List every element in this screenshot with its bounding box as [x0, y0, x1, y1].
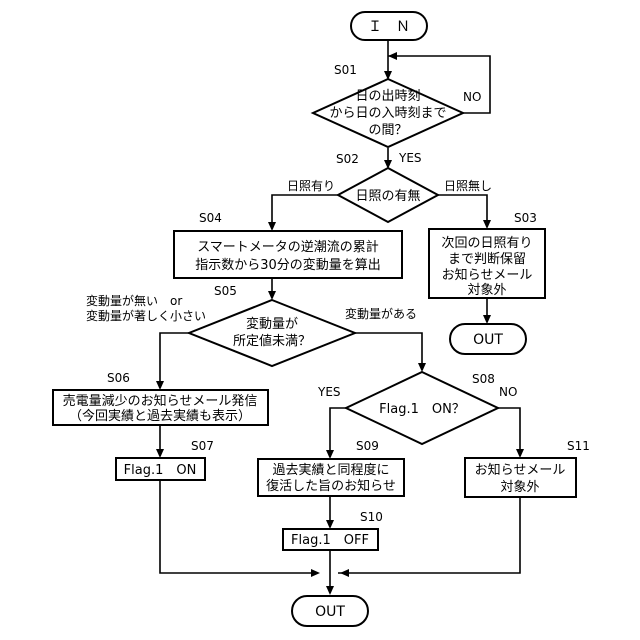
process-s10: S10 Flag.1 OFF [283, 510, 383, 550]
step-label-s04: S04 [199, 211, 222, 225]
step-label-s09: S09 [356, 439, 379, 453]
out-terminal-bottom: OUT [292, 596, 368, 626]
process-s04: S04 スマートメータの逆潮流の累計 指示数から30分の変動量を算出 [174, 211, 402, 278]
s01-line-3: の間？ [368, 123, 407, 138]
s02-line-1: 日照の有無 [355, 189, 420, 204]
edge-label-s01-no: NO [463, 90, 481, 104]
edge-label-s05-yes-2: 変動量が著しく小さい [86, 308, 206, 323]
s11-line-1: お知らせメール [475, 462, 566, 478]
edge-s02-s04 [272, 195, 338, 229]
step-label-s08: S08 [472, 372, 495, 386]
step-label-s11: S11 [567, 439, 590, 453]
s08-line-1: Flag.1 ON？ [379, 402, 465, 417]
step-label-s10: S10 [360, 510, 383, 524]
s04-line-2: 指示数から30分の変動量を算出 [195, 257, 381, 273]
arrow-to-s04 [268, 222, 276, 231]
arrow-to-s10 [326, 520, 334, 529]
s06-line-1: 売電量減少のお知らせメール発信 [63, 393, 258, 409]
step-label-s05: S05 [214, 284, 237, 298]
arrow-to-s08 [418, 363, 426, 372]
edge-s05-s08 [355, 333, 422, 370]
arrow-to-out-right [483, 315, 491, 324]
s07-line-1: Flag.1 ON [124, 463, 197, 478]
arrow-to-s09 [326, 450, 334, 459]
arrow-join-right [340, 569, 349, 577]
s05-line-2: 所定値未満？ [233, 333, 311, 349]
s03-line-1: 次回の日照有り [441, 235, 532, 251]
edge-label-s08-yes: YES [317, 385, 341, 399]
s09-line-1: 過去実績と同程度に [272, 462, 389, 478]
edge-label-s02-sun: 日照有り [287, 179, 335, 193]
s01-line-2: から日の入時刻まで [329, 106, 446, 121]
edge-s08-s11 [498, 408, 520, 456]
step-label-s06: S06 [107, 371, 130, 385]
out-terminal-right: OUT [450, 324, 526, 354]
edge-label-s08-no: NO [499, 385, 517, 399]
s03-line-4: 対象外 [467, 283, 506, 298]
arrow-to-s03 [483, 220, 491, 229]
edge-label-s02-nosun: 日照無し [444, 178, 492, 193]
start-label: Ｉ Ｎ [368, 19, 410, 35]
arrow-to-s11 [516, 449, 524, 458]
edge-s08-s09 [330, 408, 346, 457]
out-right-label: OUT [473, 332, 503, 348]
process-s11: S11 お知らせメール 対象外 [465, 439, 590, 497]
s03-line-3: お知らせメール [442, 267, 533, 283]
s06-line-2: （今回実績と過去実績も表示） [69, 408, 251, 424]
process-s07: S07 Flag.1 ON [116, 439, 214, 480]
edge-s02-s03 [438, 195, 487, 227]
edge-label-s05-yes-1: 変動量が無い or [86, 293, 182, 308]
arrow-join-left [311, 569, 320, 577]
process-s09: S09 過去実績と同程度に 復活した旨のお知らせ [258, 439, 404, 496]
s05-line-1: 変動量が [246, 316, 298, 332]
edge-label-s01-yes: YES [398, 151, 422, 165]
start-terminal: Ｉ Ｎ [351, 12, 427, 40]
s01-line-1: 日の出時刻 [355, 89, 420, 104]
s11-line-2: 対象外 [500, 480, 539, 495]
s04-line-1: スマートメータの逆潮流の累計 [197, 239, 379, 255]
arrow-to-s07 [156, 449, 164, 458]
s10-line-1: Flag.1 OFF [291, 533, 369, 548]
out-bottom-label: OUT [315, 604, 345, 620]
s09-line-2: 復活した旨のお知らせ [266, 478, 396, 494]
step-label-s07: S07 [191, 439, 214, 453]
arrow-to-out-bottom [326, 586, 334, 595]
step-label-s01: S01 [334, 63, 357, 77]
arrow-loop-in [388, 52, 397, 60]
edge-label-s05-no: 変動量がある [345, 306, 417, 321]
step-label-s03: S03 [514, 211, 537, 225]
arrow-to-s05 [268, 291, 276, 300]
edge-s05-s06 [160, 333, 189, 388]
step-label-s02: S02 [336, 152, 359, 166]
arrow-to-s06 [156, 381, 164, 390]
s03-line-2: まで判断保留 [448, 252, 526, 267]
decision-s08: S08 Flag.1 ON？ [346, 372, 498, 444]
